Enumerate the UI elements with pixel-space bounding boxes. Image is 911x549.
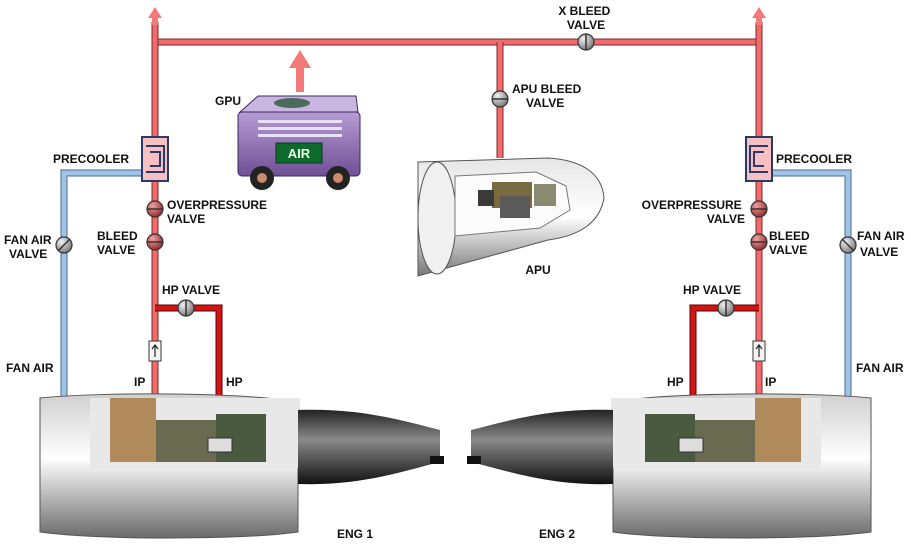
left-ip-label: IP: [134, 375, 145, 389]
left-overpressure-valve-label: OVERPRESSURE VALVE: [167, 198, 270, 226]
gpu-cart-icon: [237, 95, 361, 190]
apu-label: APU: [525, 263, 550, 277]
left-fan-air-valve-icon[interactable]: [55, 236, 73, 254]
left-hp-valve-icon[interactable]: [177, 299, 195, 317]
left-bleed-valve-icon[interactable]: [146, 233, 164, 251]
flow-arrow-icon: [148, 7, 162, 25]
right-overpressure-valve-label: OVERPRESSURE VALVE: [642, 198, 745, 226]
left-hp-label: HP: [226, 375, 243, 389]
gpu-screen-label: AIR: [288, 146, 311, 161]
right-bleed-valve-icon[interactable]: [750, 233, 768, 251]
gpu-flow-arrow-icon: [289, 50, 311, 92]
right-hp-label: HP: [667, 375, 684, 389]
right-ip-label: IP: [765, 375, 776, 389]
precooler-icon: [141, 136, 169, 182]
right-fan-air-valve-icon[interactable]: [839, 236, 857, 254]
right-precooler-label: PRECOOLER: [776, 152, 852, 166]
duct-network: [60, 22, 852, 438]
right-fan-air-duct: [769, 169, 852, 400]
apu-bleed-valve-label: APU BLEED VALVE: [512, 82, 585, 110]
precooler-icon: [745, 136, 773, 182]
left-overpressure-valve-icon[interactable]: [146, 200, 164, 218]
check-valve-icon: [752, 340, 766, 362]
right-fan-air-valve-label: FAN AIR VALVE: [857, 229, 908, 259]
right-fan-air-label: FAN AIR: [856, 361, 904, 375]
engine-icon: [467, 393, 872, 539]
eng1-label: ENG 1: [337, 527, 373, 541]
right-hp-valve-icon[interactable]: [717, 299, 735, 317]
left-fan-air-duct: [60, 169, 145, 400]
right-hp-valve-label: HP VALVE: [683, 283, 741, 297]
apu-bleed-valve-icon[interactable]: [491, 90, 509, 108]
left-fan-air-label: FAN AIR: [6, 361, 54, 375]
apu-icon: [417, 157, 605, 277]
right-bleed-valve-label: BLEED VALVE: [769, 229, 813, 257]
flow-arrow-icon: [752, 7, 766, 25]
x-bleed-valve-icon[interactable]: [577, 33, 595, 51]
eng2-label: ENG 2: [539, 527, 575, 541]
x-bleed-valve-label: X BLEED VALVE: [558, 4, 613, 32]
left-precooler-label: PRECOOLER: [53, 152, 129, 166]
right-overpressure-valve-icon[interactable]: [750, 200, 768, 218]
left-hp-valve-label: HP VALVE: [162, 283, 220, 297]
left-bleed-valve-label: BLEED VALVE: [97, 229, 141, 257]
gpu-label: GPU: [215, 94, 241, 108]
left-fan-air-valve-label: FAN AIR VALVE: [4, 233, 55, 261]
engine-icon: [39, 393, 444, 539]
check-valve-icon: [148, 340, 162, 362]
